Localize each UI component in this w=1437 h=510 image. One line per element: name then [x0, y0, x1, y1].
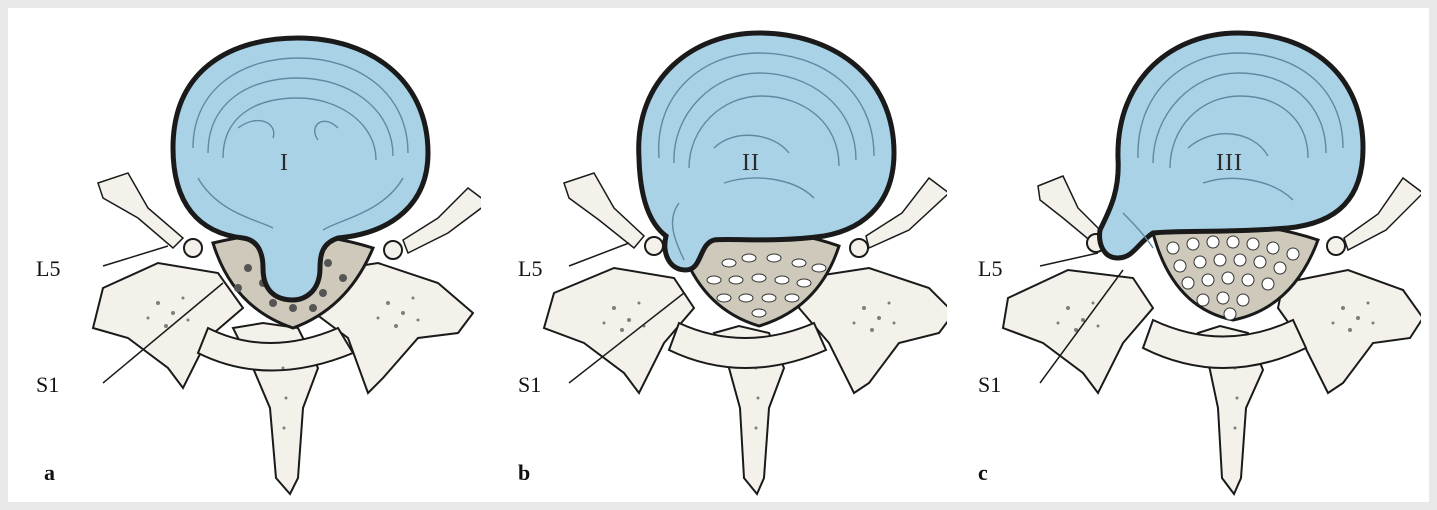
- leader-line-l5-c: [1040, 253, 1098, 266]
- panel-letter: c: [978, 460, 988, 486]
- level-label-l5: L5: [978, 256, 1002, 282]
- transverse-process-left: [544, 268, 694, 393]
- panel-c: III L5 S1 c: [948, 8, 1421, 502]
- nerve-ganglion-left: [645, 237, 663, 255]
- level-label-s1: S1: [978, 372, 1001, 398]
- vertebra-illustration-b: [474, 8, 947, 502]
- nerve-root-left: [98, 173, 183, 248]
- disc-herniation-foraminal: [1100, 33, 1363, 258]
- panel-a: I L5 S1 a: [8, 8, 481, 502]
- nerve-ganglion-left: [184, 239, 202, 257]
- level-label-s1: S1: [36, 372, 59, 398]
- level-label-l5: L5: [518, 256, 542, 282]
- nerve-ganglion-right: [850, 239, 868, 257]
- panel-letter: a: [44, 460, 55, 486]
- disc-stage-label: I: [280, 150, 289, 177]
- level-label-l5: L5: [36, 256, 60, 282]
- level-label-s1: S1: [518, 372, 541, 398]
- vertebra-illustration-c: [948, 8, 1421, 502]
- disc-stage-label: II: [742, 150, 760, 177]
- panel-letter: b: [518, 460, 530, 486]
- nerve-root-left: [564, 173, 644, 248]
- panel-b: II L5 S1 b: [474, 8, 947, 502]
- disc-herniation-central: [173, 38, 428, 300]
- nerve-ganglion-right: [384, 241, 402, 259]
- leader-line-l5-b: [569, 243, 629, 266]
- nerve-ganglion-right: [1327, 237, 1345, 255]
- disc-stage-label: III: [1216, 150, 1243, 177]
- nerve-root-left: [1038, 176, 1100, 243]
- figure-canvas: I L5 S1 a: [8, 8, 1429, 502]
- vertebra-illustration-a: [8, 8, 481, 502]
- transverse-process-left: [93, 263, 243, 388]
